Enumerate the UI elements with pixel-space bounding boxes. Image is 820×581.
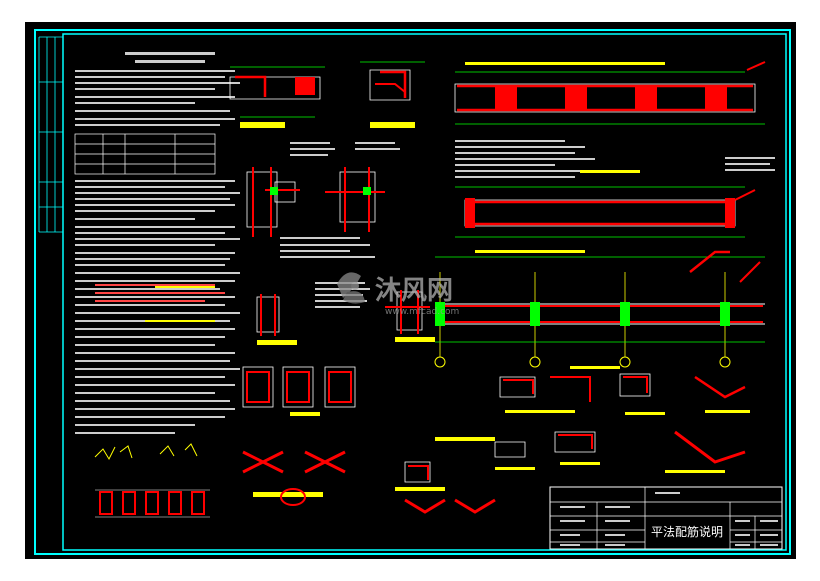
joint-detail-right	[325, 167, 385, 232]
drawing-sheet: 平法配筋说明 沐风网 www.mfcad.com	[25, 22, 796, 559]
joint-detail-left	[246, 167, 300, 237]
cad-drawing: 平法配筋说明 沐风网 www.mfcad.com	[34, 29, 791, 555]
joint-detail-text	[280, 142, 400, 258]
beam-label-yellow	[580, 170, 640, 173]
side-notes	[725, 157, 775, 171]
beam-end-detail-1	[229, 66, 325, 128]
beam-elevation-2	[455, 186, 756, 238]
design-notes-text	[75, 52, 240, 126]
lower-right-details	[494, 373, 750, 473]
highlighted-notes	[95, 284, 225, 302]
spec-table	[74, 133, 216, 175]
column-rebar-details	[94, 443, 210, 518]
title-block: 平法配筋说明	[549, 486, 783, 550]
beam-notes-1	[455, 140, 595, 178]
watermark: 沐风网 www.mfcad.com	[337, 272, 459, 317]
support-detail-right	[385, 290, 435, 342]
design-notes-text-2	[75, 180, 240, 434]
beam-end-detail-2	[360, 61, 425, 128]
watermark-url: www.mfcad.com	[385, 307, 459, 317]
watermark-brand: 沐风网	[375, 276, 453, 306]
inner-frame	[62, 33, 787, 551]
stepped-beam-details	[395, 437, 496, 514]
highlighted-notes-yellow	[145, 286, 215, 322]
drawing-title: 平法配筋说明	[651, 524, 723, 539]
diagonal-joint-details	[242, 450, 346, 506]
binding-strip	[38, 36, 63, 233]
watermark-logo-icon	[337, 272, 365, 304]
section-details-row	[242, 366, 356, 416]
frame-elevation-plan	[434, 250, 765, 369]
outer-frame	[34, 29, 791, 555]
beam-elevation-1	[454, 61, 766, 125]
support-detail-left	[256, 294, 297, 345]
